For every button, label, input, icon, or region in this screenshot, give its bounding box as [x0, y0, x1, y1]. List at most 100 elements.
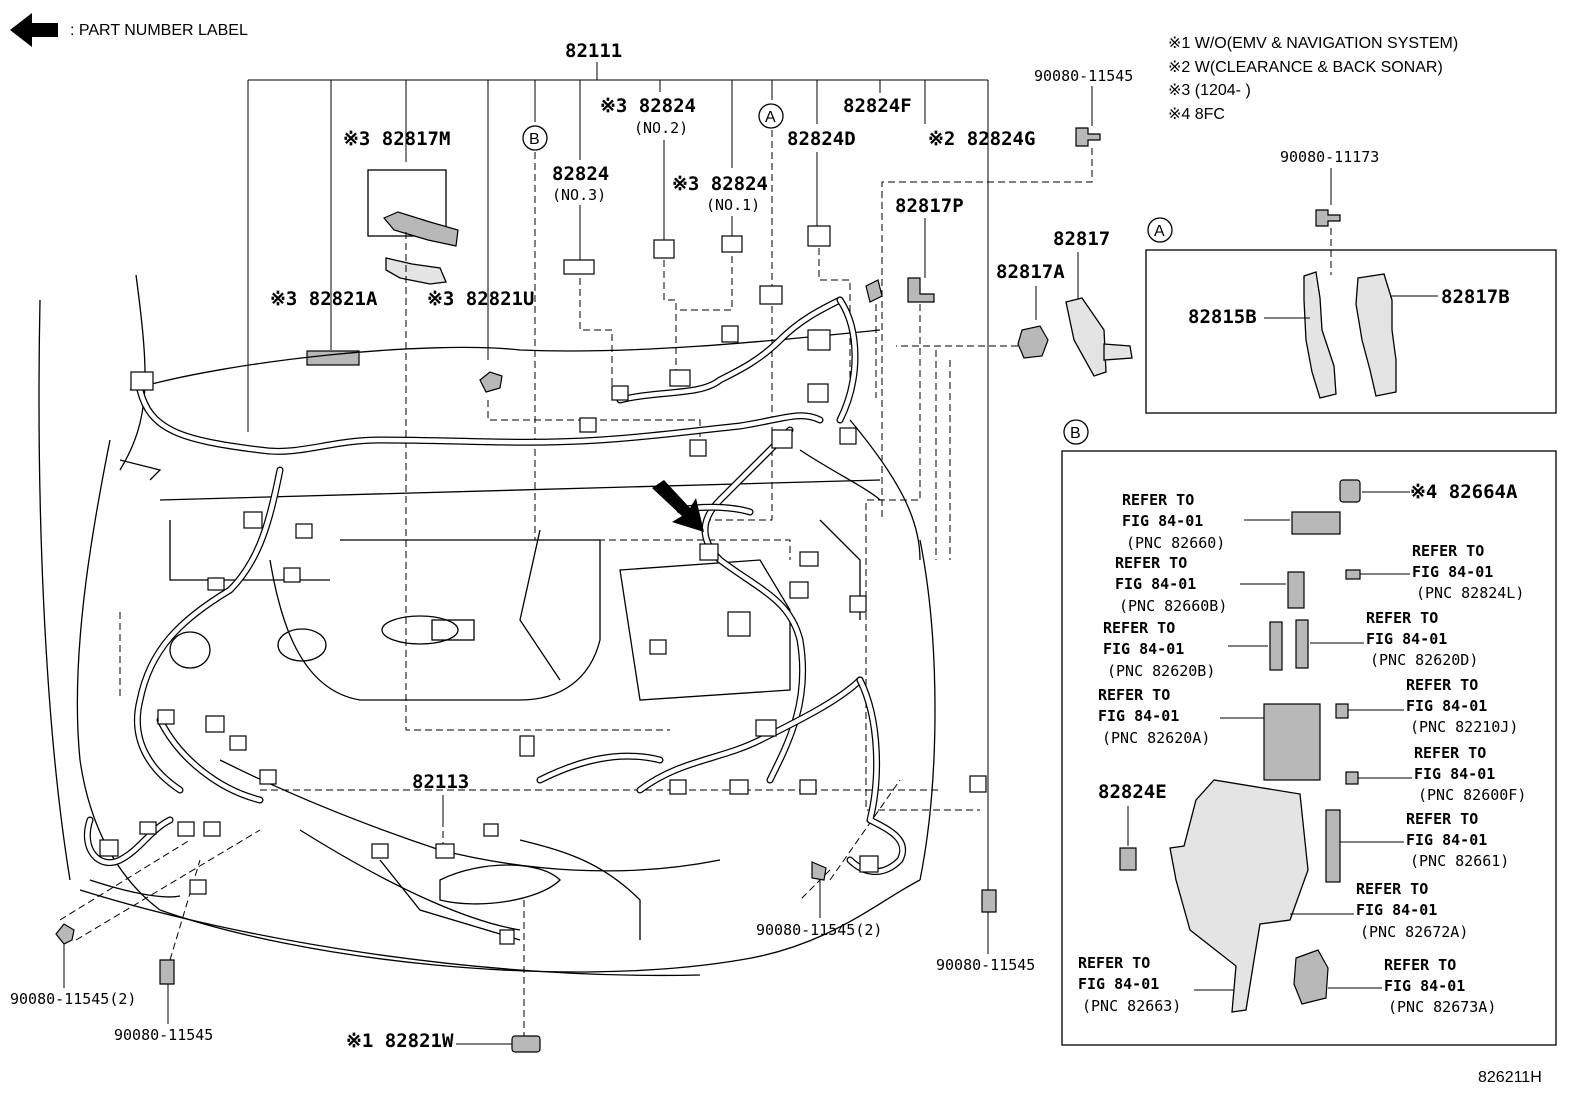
refer-4-l2: FIG 84-01 [1366, 630, 1447, 648]
refer-7-l2: FIG 84-01 [1098, 707, 1179, 725]
bolt-icon-lower-left [55, 923, 75, 945]
callout-no2: (NO.2) [634, 119, 688, 137]
clip-82824f [865, 279, 883, 303]
callout-no1: (NO.1) [706, 196, 760, 214]
clamp-82817m [383, 211, 459, 247]
callouts-main: ※3 82824 (NO.2) 82824F 82824D ※2 82824G … [10, 67, 1379, 1052]
harness-connectors [99, 285, 987, 945]
refer-3-pnc: (PNC 82660B) [1119, 597, 1227, 615]
clip-82821a [306, 350, 360, 366]
connector-82824-no2 [653, 239, 675, 259]
fuse-box-82620a [1263, 703, 1321, 781]
bolt-top-group [881, 86, 1101, 520]
refer-1-pnc: (PNC 82660) [1126, 534, 1225, 552]
refer-12-l2: FIG 84-01 [1384, 977, 1465, 995]
detail-a-label: A [1154, 223, 1165, 240]
refer-9-l1: REFER TO [1406, 810, 1478, 828]
refer-10-l1: REFER TO [1356, 880, 1428, 898]
note-4: ※4 8FC [1168, 106, 1225, 123]
refer-8-pnc: (PNC 82600F) [1418, 786, 1526, 804]
bolt-icon-lower-left2 [159, 959, 175, 985]
clip-82821w [511, 1035, 541, 1053]
callout-82817p: 82817P [895, 195, 964, 217]
refer-11-l1: REFER TO [1078, 954, 1150, 972]
bolt-icon-right [981, 889, 997, 913]
relay-box [1169, 779, 1309, 1013]
refer-7-l1: REFER TO [1098, 686, 1170, 704]
circle-labels: B A [522, 103, 784, 151]
leader-82111: 82111 [247, 40, 989, 760]
top-parts [306, 140, 935, 393]
connector-82824-no1 [721, 235, 743, 253]
part-82664a: ※4 82664A [1410, 481, 1518, 503]
detail-a-box [1145, 249, 1557, 414]
bolt-icon [1075, 127, 1101, 147]
refer-9-pnc: (PNC 82661) [1410, 852, 1509, 870]
detail-b-label: B [1070, 425, 1081, 442]
callout-bolt-right: 90080-11545 [936, 956, 1035, 974]
callout-82824d: 82824D [787, 128, 856, 150]
fuse-82660b [1287, 571, 1305, 609]
clamp-82817 [1065, 297, 1107, 377]
callout-82817m: ※3 82817M [343, 128, 450, 150]
bolt-a-icon [1315, 209, 1341, 227]
callout-82817: 82817 [1053, 228, 1110, 250]
callout-bolt-top: 90080-11545 [1034, 67, 1133, 85]
callout-bolt-lower-left: 90080-11545(2) [10, 990, 136, 1008]
callout-82824f: 82824F [843, 95, 912, 117]
refer-4-l1: REFER TO [1366, 609, 1438, 627]
refer-2-l2: FIG 84-01 [1412, 563, 1493, 581]
legend: : PART NUMBER LABEL [10, 13, 248, 47]
note-2: ※2 W(CLEARANCE & BACK SONAR) [1168, 59, 1443, 76]
relay-82673a [1293, 949, 1329, 1005]
callout-no3: (NO.3) [552, 186, 606, 204]
refer-2-pnc: (PNC 82824L) [1416, 584, 1524, 602]
refer-1-l2: FIG 84-01 [1122, 512, 1203, 530]
callout-82113: 82113 [412, 771, 469, 793]
fuse-block-82660 [1291, 511, 1341, 535]
clamp-82817m-lower [385, 257, 447, 285]
relay-82664a [1339, 479, 1361, 503]
detail-a: A 82815B 82817B [1145, 168, 1557, 414]
part-82824e: 82824E [1098, 781, 1167, 803]
bracket-82817p [907, 277, 935, 303]
refer-2-l1: REFER TO [1412, 542, 1484, 560]
refer-11-l2: FIG 84-01 [1078, 975, 1159, 993]
callout-82824-no3: 82824 [552, 163, 609, 185]
harness-82113 [83, 676, 907, 876]
refer-12-pnc: (PNC 82673A) [1388, 998, 1496, 1016]
bracket-82817b [1355, 273, 1397, 397]
note-1: ※1 W/O(EMV & NAVIGATION SYSTEM) [1168, 35, 1458, 52]
clip-82821u [479, 371, 503, 393]
callout-82824-no1: ※3 82824 [672, 173, 768, 195]
callout-bolt-center: 90080-11545(2) [756, 921, 882, 939]
dashed-leaders [59, 130, 980, 1040]
callout-82824g: ※2 82824G [928, 128, 1035, 150]
callout-82824-no2: ※3 82824 [600, 95, 696, 117]
callout-82817a: 82817A [996, 261, 1065, 283]
bracket-82815b [1303, 271, 1337, 399]
connector-82824-no3 [563, 259, 595, 275]
connector-82824d [807, 225, 831, 247]
refer-8-l1: REFER TO [1414, 744, 1486, 762]
refer-3-l2: FIG 84-01 [1115, 575, 1196, 593]
detail-a-part-82817b: 82817B [1441, 286, 1510, 308]
refer-6-pnc: (PNC 82210J) [1410, 718, 1518, 736]
clamp-82817a [1017, 325, 1049, 359]
refer-7-pnc: (PNC 82620A) [1102, 729, 1210, 747]
refer-6-l1: REFER TO [1406, 676, 1478, 694]
bolts-main [55, 861, 997, 1053]
clamp-82817-group [896, 252, 1133, 377]
refer-8-l2: FIG 84-01 [1414, 765, 1495, 783]
callout-82821u: ※3 82821U [427, 288, 534, 310]
circle-label-a-main: A [765, 109, 776, 126]
circle-label-b-main: B [529, 131, 540, 148]
callout-82111: 82111 [565, 40, 622, 62]
detail-b-box [1061, 450, 1557, 1046]
figure-id: 826211H [1478, 1069, 1542, 1086]
refer-5-l1: REFER TO [1103, 619, 1175, 637]
notes: ※1 W/O(EMV & NAVIGATION SYSTEM) ※2 W(CLE… [1168, 35, 1458, 123]
callout-82821a: ※3 82821A [270, 288, 378, 310]
refer-11-pnc: (PNC 82663) [1082, 997, 1181, 1015]
